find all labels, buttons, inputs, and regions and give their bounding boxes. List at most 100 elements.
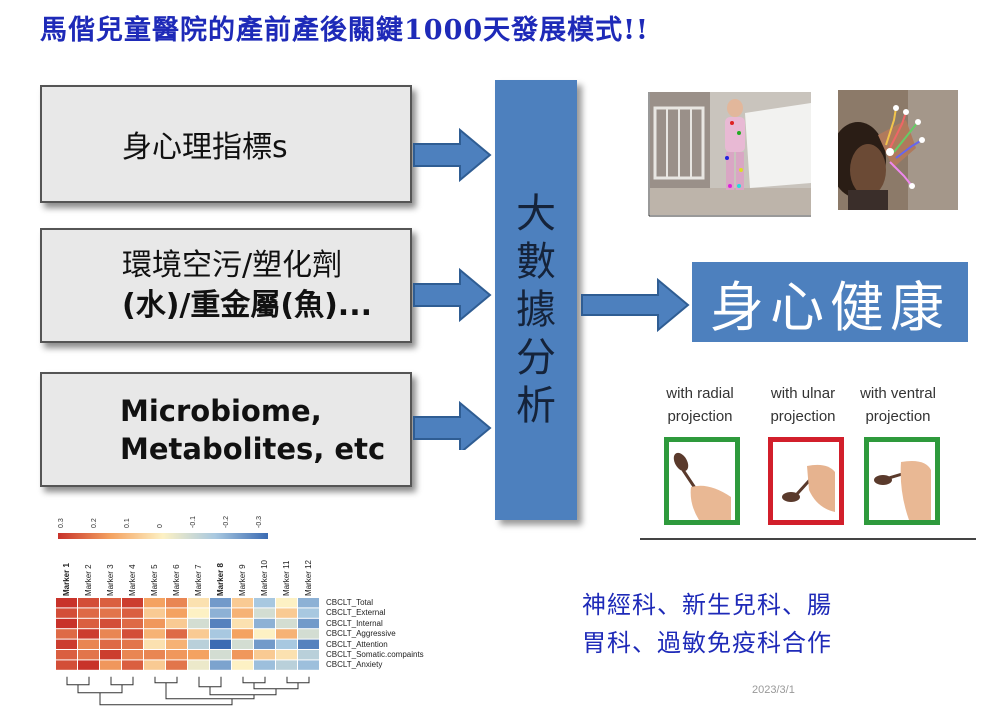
input-box-label: 環境空污/塑化劑 [122, 247, 343, 283]
heatmap-column-label: Marker 9 [238, 564, 247, 596]
big-data-char: 大 [516, 191, 556, 237]
heatmap-cell [144, 629, 165, 639]
grip-ventral-picture [864, 437, 940, 525]
heatmap-cell [232, 598, 253, 608]
heatmap-cell [78, 660, 99, 670]
heatmap-cell [122, 629, 143, 639]
heatmap-figure [40, 505, 330, 720]
heatmap-cell [100, 660, 121, 670]
heatmap-cell [298, 598, 319, 608]
heatmap-dendrogram [66, 676, 310, 706]
heatmap-cell [78, 608, 99, 618]
heatmap-scale-tick: 0.1 [124, 518, 131, 528]
heatmap-cell [276, 660, 297, 670]
heatmap-cell [166, 608, 187, 618]
input-box-label: 身心理指標s [122, 130, 288, 165]
heatmap-column-label: Marker 6 [172, 564, 181, 596]
heatmap-cell [254, 629, 275, 639]
heatmap-cell [298, 608, 319, 618]
big-data-char: 分 [516, 335, 556, 381]
input-box-label: Metabolites, etc [120, 431, 386, 466]
heatmap-row-label: CBCLT_Anxiety [326, 660, 383, 670]
slide-date: 2023/3/1 [752, 684, 795, 696]
heatmap-cell [254, 639, 275, 649]
input-box-label: (水)/重金屬(魚)... [122, 287, 372, 323]
heatmap-row-label: CBCLT_External [326, 608, 386, 618]
heatmap-column-label: Marker 4 [128, 564, 137, 596]
grip-ulnar-picture [768, 437, 844, 525]
heatmap-cell [56, 650, 77, 660]
heatmap-scale-tick: -0.3 [256, 515, 263, 528]
grip-label-ventral: with ventral projection [851, 382, 945, 428]
heatmap-scale-tick: -0.1 [190, 515, 197, 528]
heatmap-cell [232, 650, 253, 660]
heatmap-cell [78, 618, 99, 629]
heatmap-cell [78, 650, 99, 660]
heatmap-cell [188, 639, 209, 649]
heatmap-cell [210, 598, 231, 608]
heatmap-column-label: Marker 7 [194, 564, 203, 596]
grip-label-ulnar: with ulnar projection [758, 382, 848, 428]
heatmap-column-label: Marker 2 [84, 564, 93, 596]
heatmap-cell [298, 650, 319, 660]
heatmap-cell [56, 618, 77, 629]
heatmap-cell [276, 629, 297, 639]
heatmap-row-label: CBCLT_Attention [326, 639, 388, 649]
heatmap-scale-tick: 0.3 [58, 518, 65, 528]
heatmap-cell [188, 660, 209, 670]
heatmap-scale-tick: -0.2 [223, 515, 230, 528]
heatmap-color-scale [58, 533, 268, 539]
collaboration-line: 胃科、過敏免疫科合作 [582, 629, 832, 657]
grip-label-line: projection [865, 408, 931, 425]
heatmap-cell [298, 618, 319, 629]
heatmap-cell [56, 660, 77, 670]
outcome-box: 身心健康 [692, 262, 968, 342]
heatmap-cell [210, 639, 231, 649]
grip-label-line: with ventral [860, 385, 936, 402]
heatmap-cell [232, 608, 253, 618]
output-arrow [581, 277, 690, 333]
heatmap-cell [144, 598, 165, 608]
outcome-label: 身心健康 [710, 275, 950, 339]
heatmap-cell [210, 608, 231, 618]
heatmap-cell [144, 618, 165, 629]
grip-label-line: projection [667, 408, 733, 425]
arrow-icon [413, 267, 492, 323]
big-data-label: 大 數 據 分 析 [495, 190, 577, 430]
big-data-analysis-block: 大 數 據 分 析 [495, 80, 577, 520]
heatmap-cell [166, 598, 187, 608]
heatmap-cell [122, 608, 143, 618]
heatmap-row-label: CBCLT_Somatic.compaints [326, 650, 424, 659]
heatmap-cell [78, 639, 99, 649]
big-data-char: 析 [516, 383, 556, 429]
heatmap-cell [166, 629, 187, 639]
heatmap-cell [276, 598, 297, 608]
heatmap-cell [298, 660, 319, 670]
big-data-char: 據 [516, 287, 556, 333]
heatmap-cell [210, 618, 231, 629]
page-title: 馬偕兒童醫院的產前產後關鍵1000天發展模式!! [40, 15, 649, 46]
heatmap-cell [144, 639, 165, 649]
heatmap-grid [56, 598, 319, 706]
heatmap-column-label: Marker 1 [62, 563, 71, 596]
heatmap-cell [100, 598, 121, 608]
heatmap-cell [254, 598, 275, 608]
heatmap-cell [276, 618, 297, 629]
heatmap-cell [254, 608, 275, 618]
arrow-icon [413, 400, 492, 450]
heatmap-cell [276, 650, 297, 660]
arrow-icon [581, 277, 690, 333]
input-arrows [413, 127, 492, 450]
big-data-char: 數 [516, 239, 556, 285]
heatmap-cell [254, 618, 275, 629]
grip-label-radial: with radial projection [655, 382, 745, 428]
heatmap-cell [210, 629, 231, 639]
input-box-label: Microbiome, [120, 393, 322, 428]
heatmap-cell [144, 660, 165, 670]
heatmap-column-label: Marker 11 [282, 560, 291, 596]
heatmap-cell [232, 618, 253, 629]
heatmap-cell [232, 639, 253, 649]
input-box-microbiome: Microbiome, Metabolites, etc [40, 372, 412, 487]
heatmap-cell [166, 650, 187, 660]
heatmap-cell [166, 639, 187, 649]
